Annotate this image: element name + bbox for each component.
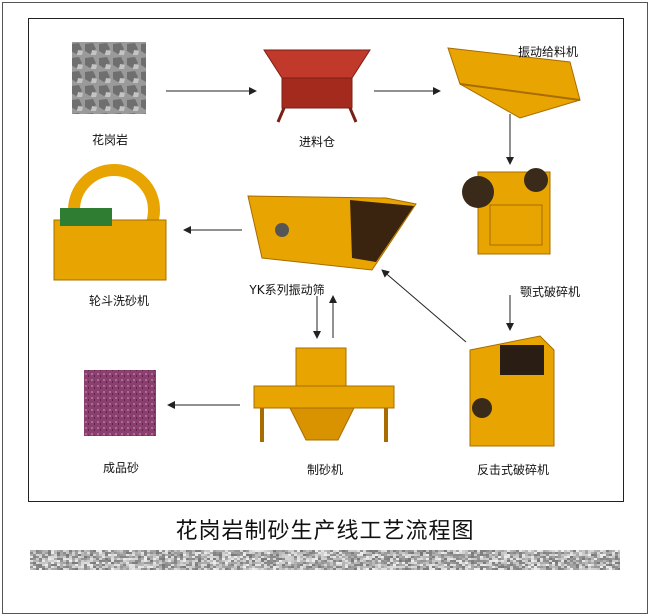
label-jaw-crusher: 颚式破碎机 bbox=[519, 285, 581, 299]
feed-bin-image bbox=[263, 49, 371, 123]
label-impact-crusher: 反击式破碎机 bbox=[476, 463, 550, 477]
label-vibrating-screen: YK系列振动筛 bbox=[249, 283, 325, 297]
diagram-title: 花岗岩制砂生产线工艺流程图 bbox=[175, 519, 475, 544]
decorative-noise-band bbox=[30, 550, 620, 570]
label-sand-maker: 制砂机 bbox=[306, 463, 344, 477]
label-granite: 花岗岩 bbox=[91, 133, 129, 147]
jaw-crusher-image bbox=[462, 168, 551, 255]
label-sand-washer: 轮斗洗砂机 bbox=[88, 294, 150, 308]
label-finished-sand: 成品砂 bbox=[102, 461, 140, 475]
vibrating-screen-image bbox=[247, 195, 417, 271]
impact-crusher-image bbox=[469, 335, 555, 447]
finished-sand-image bbox=[84, 370, 156, 436]
label-vibrating-feeder: 振动给料机 bbox=[517, 45, 579, 59]
granite-image bbox=[72, 42, 146, 114]
vibrating-feeder-image bbox=[447, 47, 581, 119]
label-feed-bin: 进料仓 bbox=[298, 135, 336, 149]
sand-maker-image bbox=[253, 347, 395, 442]
arrow-impact-to-screen bbox=[381, 269, 467, 343]
sand-washer-image bbox=[53, 164, 167, 281]
